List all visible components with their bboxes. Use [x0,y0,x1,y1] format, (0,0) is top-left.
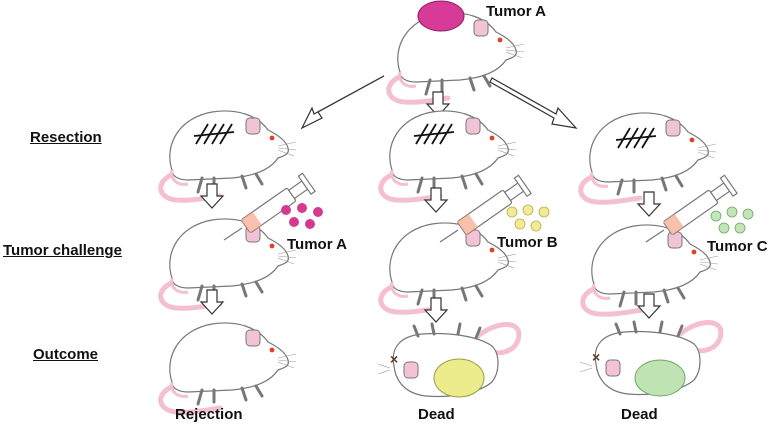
col3-arrow-2 [637,293,661,319]
col1-resection-mouse [161,111,296,200]
col2-arrow-1 [424,187,448,213]
primary-tumor [417,0,465,32]
col2-outcome-label: Dead [418,406,455,423]
col1-challenge-tumor-label: Tumor A [287,236,347,253]
col1-outcome-mouse [161,323,296,412]
col3-tumor-mass [634,359,686,397]
col1-arrow-1 [200,183,224,209]
arrow-to-col3 [489,77,578,129]
col2-resection-mouse [381,111,516,200]
col1-arrow-2 [200,289,224,315]
col2-tumor-mass [433,358,485,398]
col3-challenge-tumor-label: Tumor C [707,238,768,255]
col3-outcome-label: Dead [621,406,658,423]
col2-tumor-cells [506,204,550,232]
row-label-resection: Resection [30,129,102,146]
col2-challenge-tumor-label: Tumor B [497,234,558,251]
col3-tumor-cells [710,206,754,234]
col1-challenge-mouse [161,219,296,308]
col3-resection-mouse [581,113,716,202]
row-label-outcome: Outcome [33,346,99,363]
col3-dead-x-icon: × [592,349,600,365]
source-tumor-label: Tumor A [486,3,546,20]
col1-outcome-label: Rejection [175,406,243,423]
arrow-to-col1 [300,75,385,130]
col3-arrow-1 [637,191,661,217]
col2-dead-x-icon: × [390,351,398,367]
col1-tumor-cells [281,203,323,229]
col2-arrow-2 [424,297,448,323]
row-label-challenge: Tumor challenge [3,242,122,259]
